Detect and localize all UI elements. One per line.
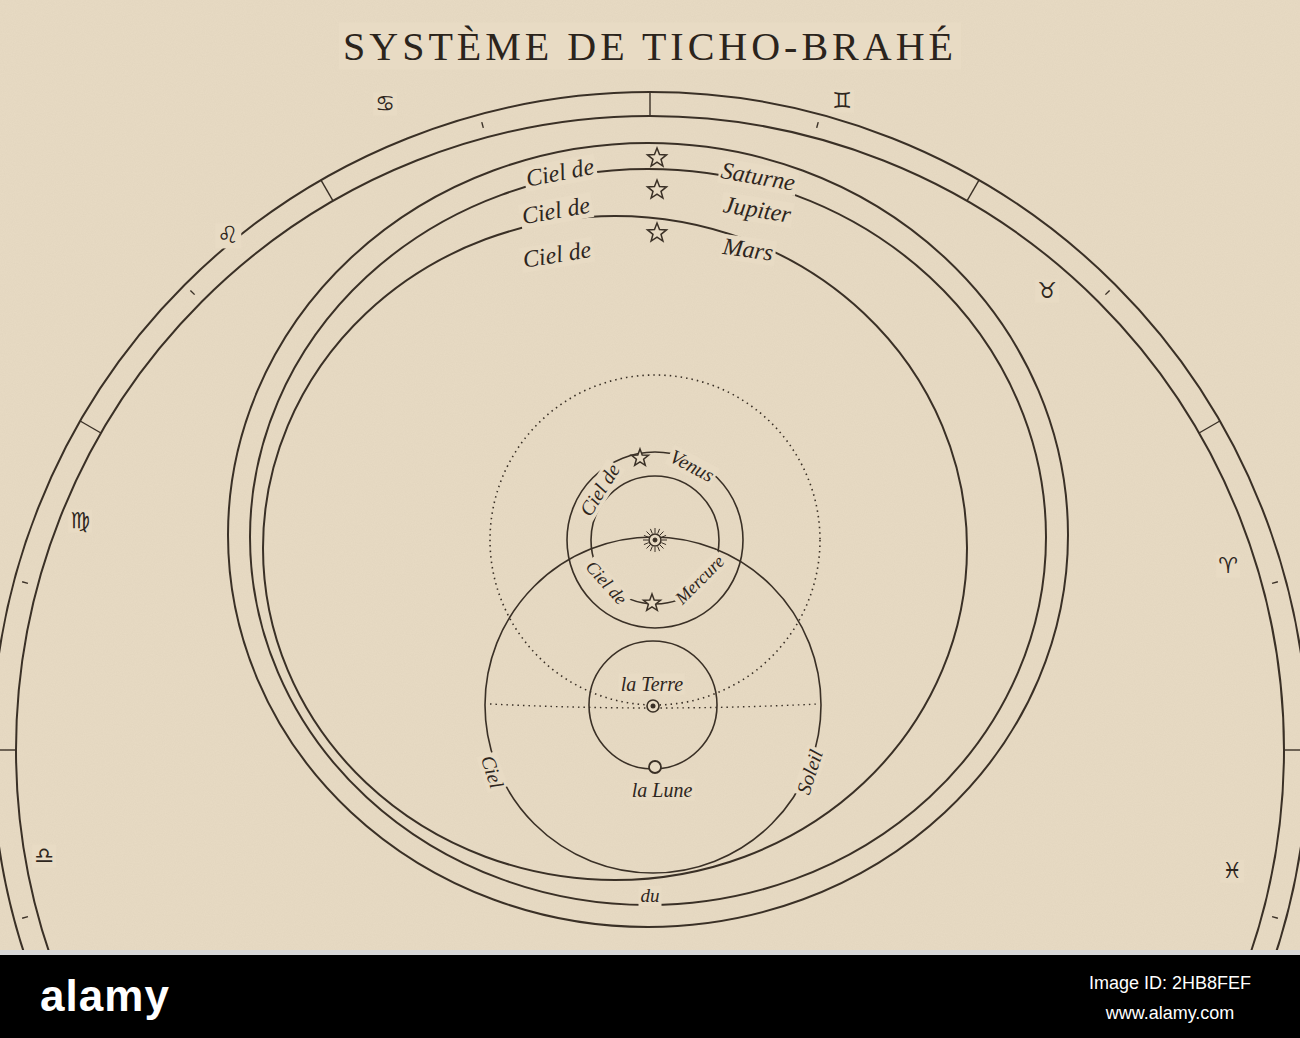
orbit-label: la Terre bbox=[619, 674, 685, 695]
orbit-label: du bbox=[639, 886, 662, 906]
earth-symbol bbox=[647, 700, 659, 712]
zodiac-tick bbox=[1199, 421, 1220, 433]
sign-label: ♎ bbox=[32, 844, 56, 867]
planet-star bbox=[648, 180, 667, 198]
sign-label: ♍ bbox=[68, 509, 92, 532]
zodiac-tick bbox=[1105, 290, 1109, 294]
zodiac-ticks bbox=[0, 92, 1300, 1038]
sun-orbit bbox=[485, 537, 821, 873]
sign-label: ♊ bbox=[830, 89, 854, 112]
zodiac-tick bbox=[649, 92, 650, 116]
sun-ray bbox=[658, 529, 660, 534]
zodiac-tick bbox=[0, 749, 16, 750]
zodiac-tick bbox=[22, 582, 28, 584]
zodiac-tick bbox=[80, 421, 101, 433]
sun-ray bbox=[655, 547, 656, 552]
watermark-bar-edge bbox=[0, 950, 1300, 955]
sun-ray bbox=[647, 532, 651, 536]
dotted-orbit bbox=[490, 375, 820, 705]
sun-ray bbox=[661, 543, 666, 545]
sun-ray bbox=[644, 535, 649, 537]
sign-label: ♓ bbox=[1220, 859, 1244, 882]
sign-label: ♉ bbox=[1035, 279, 1059, 302]
zodiac-tick bbox=[22, 917, 28, 919]
zodiac-tick bbox=[1272, 582, 1278, 584]
sun-ray bbox=[661, 535, 666, 537]
diagram-title: SYSTÈME DE TICHO-BRAHÉ bbox=[339, 23, 961, 70]
zodiac-inner-ring bbox=[16, 116, 1284, 1038]
sign-label: ♌ bbox=[215, 223, 241, 248]
zodiac-tick bbox=[967, 180, 979, 201]
sign-label: ♋ bbox=[373, 92, 397, 115]
planet-star bbox=[648, 148, 667, 166]
zodiac-tick bbox=[482, 122, 484, 128]
sun-ray bbox=[644, 543, 649, 545]
sun-ray bbox=[647, 545, 651, 549]
moon-orbit bbox=[589, 641, 717, 769]
jupiter-orbit bbox=[250, 169, 1046, 905]
zodiac-tick bbox=[1272, 917, 1278, 919]
venus-orbit bbox=[567, 452, 743, 628]
sun-ray bbox=[660, 532, 664, 536]
sun-symbol bbox=[643, 528, 667, 552]
watermark-text: www.alamy.com bbox=[1104, 1004, 1237, 1023]
saturn-orbit bbox=[228, 143, 1068, 927]
moon-symbol bbox=[649, 761, 661, 773]
zodiac-tick bbox=[190, 290, 194, 294]
sun-ray bbox=[655, 528, 656, 533]
sun-ray bbox=[643, 540, 648, 541]
planet-star bbox=[643, 594, 660, 610]
sun-ray bbox=[650, 546, 652, 551]
sun-ray bbox=[660, 545, 664, 549]
watermark-logo: alamy bbox=[38, 973, 172, 1019]
sign-label: ♈ bbox=[1216, 554, 1240, 577]
zodiac-outer-ring bbox=[0, 92, 1300, 1038]
zodiac-tick bbox=[321, 180, 333, 201]
sun-ray bbox=[658, 546, 660, 551]
dotted-line bbox=[490, 704, 818, 708]
planet-star bbox=[648, 223, 667, 241]
orbit-label: la Lune bbox=[630, 780, 695, 801]
zodiac-tick bbox=[1284, 749, 1300, 750]
planet-stars bbox=[631, 148, 666, 610]
sun-ray bbox=[650, 529, 652, 534]
mars-orbit bbox=[263, 216, 967, 880]
planet-star bbox=[631, 449, 648, 465]
watermark-bar bbox=[0, 955, 1300, 1038]
watermark-text: Image ID: 2HB8FEF bbox=[1087, 974, 1253, 993]
zodiac-tick bbox=[817, 122, 819, 128]
sun-ray bbox=[662, 540, 667, 541]
